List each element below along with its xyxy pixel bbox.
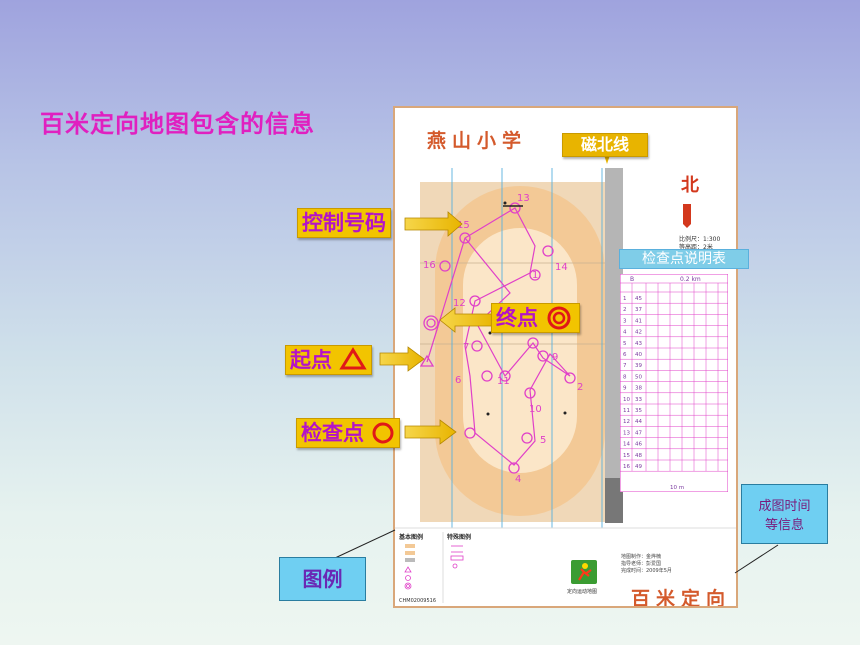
orienteering-map: 燕山小学 [393, 106, 738, 608]
clue-row-code: 44 [635, 419, 642, 425]
map-brand: 百米定向 [631, 588, 732, 608]
clue-row-number: 3 [623, 318, 627, 324]
callout-magnetic-north: 磁北线 [562, 133, 649, 157]
clue-row-number: 2 [623, 307, 627, 313]
control-number-2: 2 [577, 382, 583, 393]
clue-row-number: 4 [623, 330, 627, 336]
control-number-13: 13 [517, 193, 530, 204]
clue-row-number: 5 [623, 341, 627, 347]
clue-row-code: 46 [635, 442, 642, 448]
orienteering-map-label: 定向运动地图 [567, 589, 598, 595]
clue-row-number: 15 [623, 453, 630, 459]
course-line [426, 207, 571, 466]
control-number-6: 6 [455, 375, 461, 386]
callout-control-number: 控制号码 [297, 208, 391, 238]
clue-row-number: 14 [623, 442, 630, 448]
control-number-16: 16 [423, 260, 436, 271]
start-triangle [419, 354, 435, 367]
control-circles [439, 202, 576, 474]
north-arrow-icon [683, 204, 691, 228]
finish-icon [547, 306, 571, 330]
callout-checkpoint: 检查点 [296, 418, 401, 448]
map-code: CHM02009516 [399, 598, 437, 604]
clue-row-number: 13 [623, 430, 630, 436]
clue-row-code: 50 [635, 374, 642, 380]
clue-row-number: 1 [623, 296, 627, 302]
control-number-1: 1 [532, 270, 538, 281]
legend-special: 特殊图例 [447, 534, 472, 541]
callout-finish: 终点 [491, 303, 581, 333]
legend-basic: 基本图例 [399, 534, 424, 541]
control-numbers: 13 15 14 16 1 12 7 6 11 9 2 10 5 4 [423, 193, 583, 485]
clue-row-code: 43 [635, 341, 642, 347]
map-scale: 比例尺：1:300 等高距：2米 [679, 236, 721, 251]
callout-time-info: 成图时间 等信息 [741, 484, 828, 544]
callout-checkpoint-label: 检查点 [301, 421, 364, 445]
clue-header-right: 0.2 km [680, 276, 701, 283]
callout-clue-sheet: 检查点说明表 [619, 249, 749, 269]
control-number-15: 15 [457, 220, 470, 231]
magnetic-north-lines [451, 168, 603, 528]
clue-row-number: 6 [623, 352, 627, 358]
clue-row-number: 11 [623, 408, 630, 414]
callout-time-info-line1: 成图时间 [758, 499, 811, 514]
clue-row-code: 33 [635, 397, 642, 403]
callout-time-info-line2: 等信息 [764, 518, 804, 533]
clue-row-code: 37 [635, 307, 642, 313]
clue-row-number: 9 [623, 386, 627, 392]
clue-row-number: 16 [623, 464, 630, 470]
control-number-4: 4 [515, 474, 521, 485]
clue-row-code: 35 [635, 408, 642, 414]
start-triangle-icon [339, 347, 367, 370]
building-strip [605, 168, 623, 523]
clue-footer: 10 m [670, 485, 684, 491]
control-number-14: 14 [555, 262, 568, 273]
control-number-7: 7 [463, 342, 469, 353]
arrow-control-number [404, 211, 463, 237]
arrow-finish [439, 307, 498, 333]
pointer-time-info [734, 544, 779, 574]
orienteering-logo-icon [571, 560, 597, 584]
clue-row-number: 12 [623, 419, 630, 425]
map-drawing: 13 15 14 16 1 12 7 6 11 9 2 10 5 4 [395, 168, 736, 603]
clue-row-code: 38 [635, 386, 642, 392]
clue-row-code: 47 [635, 430, 642, 436]
control-number-10: 10 [529, 404, 542, 415]
slide-title: 百米定向地图包含的信息 [40, 110, 315, 138]
clue-row-code: 40 [635, 352, 642, 358]
control-number-12: 12 [453, 298, 466, 309]
legend-symbols [404, 544, 464, 590]
arrow-start [379, 346, 425, 372]
control-number-5: 5 [540, 435, 546, 446]
clue-row-code: 41 [635, 318, 642, 324]
arrow-checkpoint [404, 419, 457, 445]
map-title: 燕山小学 [427, 130, 528, 152]
clue-header-left: B [630, 276, 634, 283]
control-number-11: 11 [497, 376, 510, 387]
clue-row-code: 45 [635, 296, 642, 302]
clue-row-code: 39 [635, 363, 642, 369]
callout-start: 起点 [285, 345, 373, 375]
clue-row-number: 8 [623, 374, 627, 380]
clue-row-number: 7 [623, 363, 627, 369]
checkpoint-circle-icon [372, 422, 394, 444]
clue-row-code: 49 [635, 464, 642, 470]
callout-legend: 图例 [279, 557, 366, 601]
map-credits: 地图制作：金烨楠 指导老师：彭爱国 完成时间：2009年5月 [621, 554, 672, 574]
callout-start-label: 起点 [290, 348, 332, 372]
north-symbol: 北 [681, 175, 699, 196]
clue-row-code: 48 [635, 453, 642, 459]
finish-circle [423, 315, 439, 331]
clue-row-number: 10 [623, 397, 630, 403]
callout-finish-label: 终点 [496, 306, 538, 330]
control-number-9: 9 [552, 352, 558, 363]
clue-row-code: 42 [635, 330, 642, 336]
track-infield [463, 228, 577, 473]
